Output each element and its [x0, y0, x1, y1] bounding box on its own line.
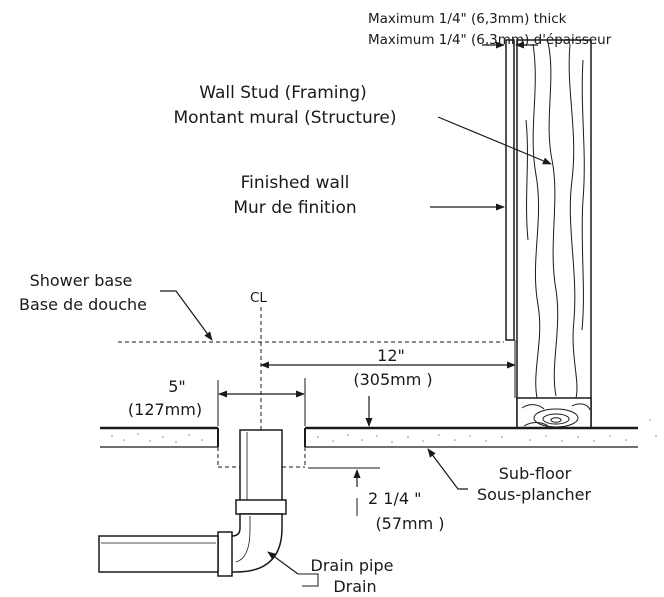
dim-12-mm-label: (305mm ): [353, 370, 432, 389]
dim-5-inch: [217, 378, 306, 426]
centerline-label: CL: [250, 290, 267, 306]
wall-stud: [516, 39, 592, 429]
text-labels: Maximum 1/4" (6,3mm) thick Maximum 1/4" …: [19, 11, 612, 596]
subfloor-label-fr: Sous-plancher: [477, 485, 592, 504]
subfloor-texture: [111, 419, 657, 443]
subfloor-label-en: Sub-floor: [499, 464, 572, 483]
leader-lines: [160, 116, 552, 587]
dim-2-quarter-inch: [308, 396, 380, 516]
dim-2-mm-label: (57mm ): [375, 514, 444, 533]
thickness-label-fr: Maximum 1/4" (6,3mm) d'épaisseur: [368, 32, 612, 48]
dim-12-inch-label: 12": [377, 346, 405, 365]
shower-base-label-en: Shower base: [30, 271, 133, 290]
thickness-label-en: Maximum 1/4" (6,3mm) thick: [368, 11, 567, 27]
stud-label-en: Wall Stud (Framing): [199, 83, 366, 103]
drain-label-en: Drain pipe: [311, 556, 394, 575]
sub-floor: [100, 419, 657, 448]
dim-2-inch-label: 2 1/4 ": [368, 489, 421, 508]
drain-label-fr: Drain: [333, 577, 376, 596]
finished-wall-panel: [505, 39, 515, 341]
shower-base-label-fr: Base de douche: [19, 295, 147, 314]
dim-12-inch: [260, 340, 516, 398]
finished-wall-label-fr: Mur de finition: [233, 198, 356, 218]
finished-wall-label-en: Finished wall: [241, 173, 350, 193]
drain-pipe: [98, 429, 287, 577]
stud-label-fr: Montant mural (Structure): [174, 108, 397, 128]
dim-5-inch-label: 5": [168, 377, 186, 396]
stud-end-grain: [516, 397, 592, 429]
dim-5-mm-label: (127mm): [128, 400, 202, 419]
shower-base-outline: [118, 341, 504, 468]
